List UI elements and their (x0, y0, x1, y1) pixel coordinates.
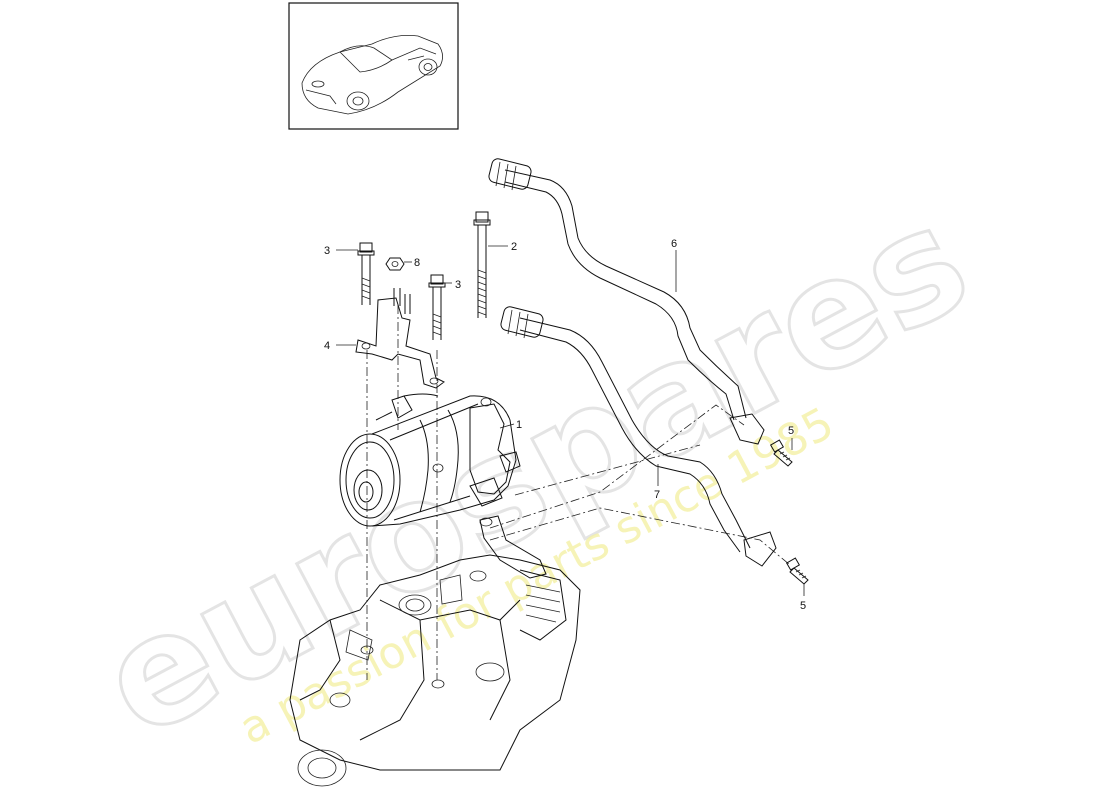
watermark: eurospares a passion for parts since 198… (74, 171, 996, 773)
callout-1[interactable]: 1 (516, 419, 522, 431)
bolt-5-lower[interactable] (785, 557, 809, 585)
roadster-car-icon (301, 34, 443, 115)
bracket-4[interactable] (355, 288, 445, 389)
bolt-3-right[interactable] (428, 274, 446, 340)
callout-4[interactable]: 4 (324, 340, 330, 352)
ac-compressor-1[interactable] (339, 393, 521, 527)
callout-7[interactable]: 7 (654, 489, 660, 501)
callout-5-upper[interactable]: 5 (788, 425, 794, 437)
callout-2[interactable]: 2 (511, 241, 517, 253)
nut-8[interactable] (385, 257, 405, 271)
watermark-brand: eurospares (75, 173, 994, 772)
engine-block-icon (289, 554, 581, 787)
vehicle-thumbnail[interactable] (288, 2, 459, 130)
callout-leaders (336, 245, 805, 596)
callout-5-lower[interactable]: 5 (800, 600, 806, 612)
bolt-3-left[interactable] (357, 242, 375, 305)
callout-3-right[interactable]: 3 (455, 279, 461, 291)
callout-6[interactable]: 6 (671, 238, 677, 250)
long-bolt-2[interactable] (473, 211, 491, 318)
bolt-5-upper[interactable] (769, 439, 793, 467)
callout-3-left[interactable]: 3 (324, 245, 330, 257)
compressor-hose-fitting (479, 515, 547, 579)
callout-labels: 1 2 3 3 4 5 5 6 7 8 (324, 238, 806, 612)
refrigerant-hose-6[interactable] (488, 158, 765, 445)
callout-8[interactable]: 8 (414, 257, 420, 269)
refrigerant-hose-7[interactable] (500, 306, 777, 567)
